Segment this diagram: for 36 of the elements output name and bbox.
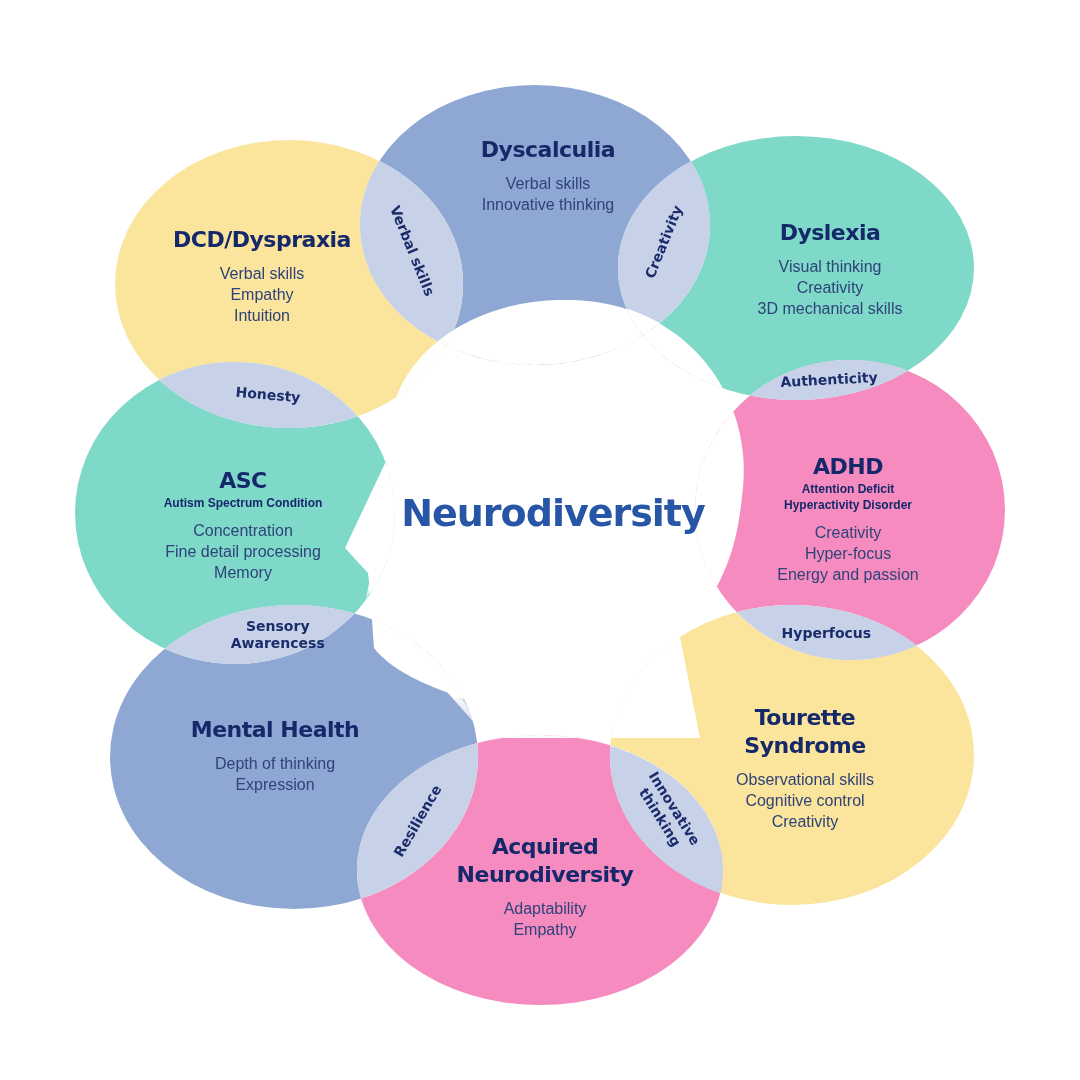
condition-heading: Dyslexia <box>779 219 881 247</box>
strength-item: Observational skills <box>736 770 874 790</box>
strength-item: Creativity <box>796 278 864 298</box>
strength-item: Creativity <box>771 812 839 832</box>
shared-strength-label: Hyperfocus <box>781 624 872 641</box>
shared-strength-label: Sensory Awarencess <box>230 617 325 652</box>
condition-full-name: Autism Spectrum Condition <box>163 495 323 511</box>
strength-item: Fine detail processing <box>165 542 321 562</box>
shared-strength-label: Authenticity <box>779 368 878 392</box>
condition-heading: DCD/Dyspraxia <box>173 226 351 254</box>
strength-item: Empathy <box>230 285 294 305</box>
condition-heading: ADHD <box>813 453 883 481</box>
strength-item: Innovative thinking <box>481 195 615 215</box>
strength-item: Adaptability <box>503 899 587 919</box>
strength-item: Intuition <box>233 306 290 326</box>
strength-item: Verbal skills <box>219 264 305 284</box>
condition-heading: Acquired Neurodiversity <box>455 833 635 889</box>
strength-item: Hyper-focus <box>804 544 892 564</box>
strength-item: Depth of thinking <box>214 754 336 774</box>
strength-item: Expression <box>235 775 315 795</box>
strength-item: Memory <box>214 563 272 583</box>
strength-item: Empathy <box>513 920 577 940</box>
strength-item: Energy and passion <box>777 565 919 585</box>
shared-strength-label: Honesty <box>235 383 302 407</box>
condition-heading: Dyscalculia <box>480 136 616 164</box>
strength-item: Verbal skills <box>505 174 591 194</box>
condition-heading: Mental Health <box>190 716 360 744</box>
condition-heading: ASC <box>219 467 267 495</box>
strength-item: Cognitive control <box>745 791 865 811</box>
strength-item: 3D mechanical skills <box>757 299 903 319</box>
condition-heading: Tourette Syndrome <box>743 704 867 760</box>
condition-full-name: Attention Deficit Hyperactivity Disorder <box>782 481 914 513</box>
strength-item: Concentration <box>193 521 293 541</box>
center-title: Neurodiversity <box>401 491 705 535</box>
strength-item: Creativity <box>814 523 882 543</box>
strength-item: Visual thinking <box>778 257 882 277</box>
